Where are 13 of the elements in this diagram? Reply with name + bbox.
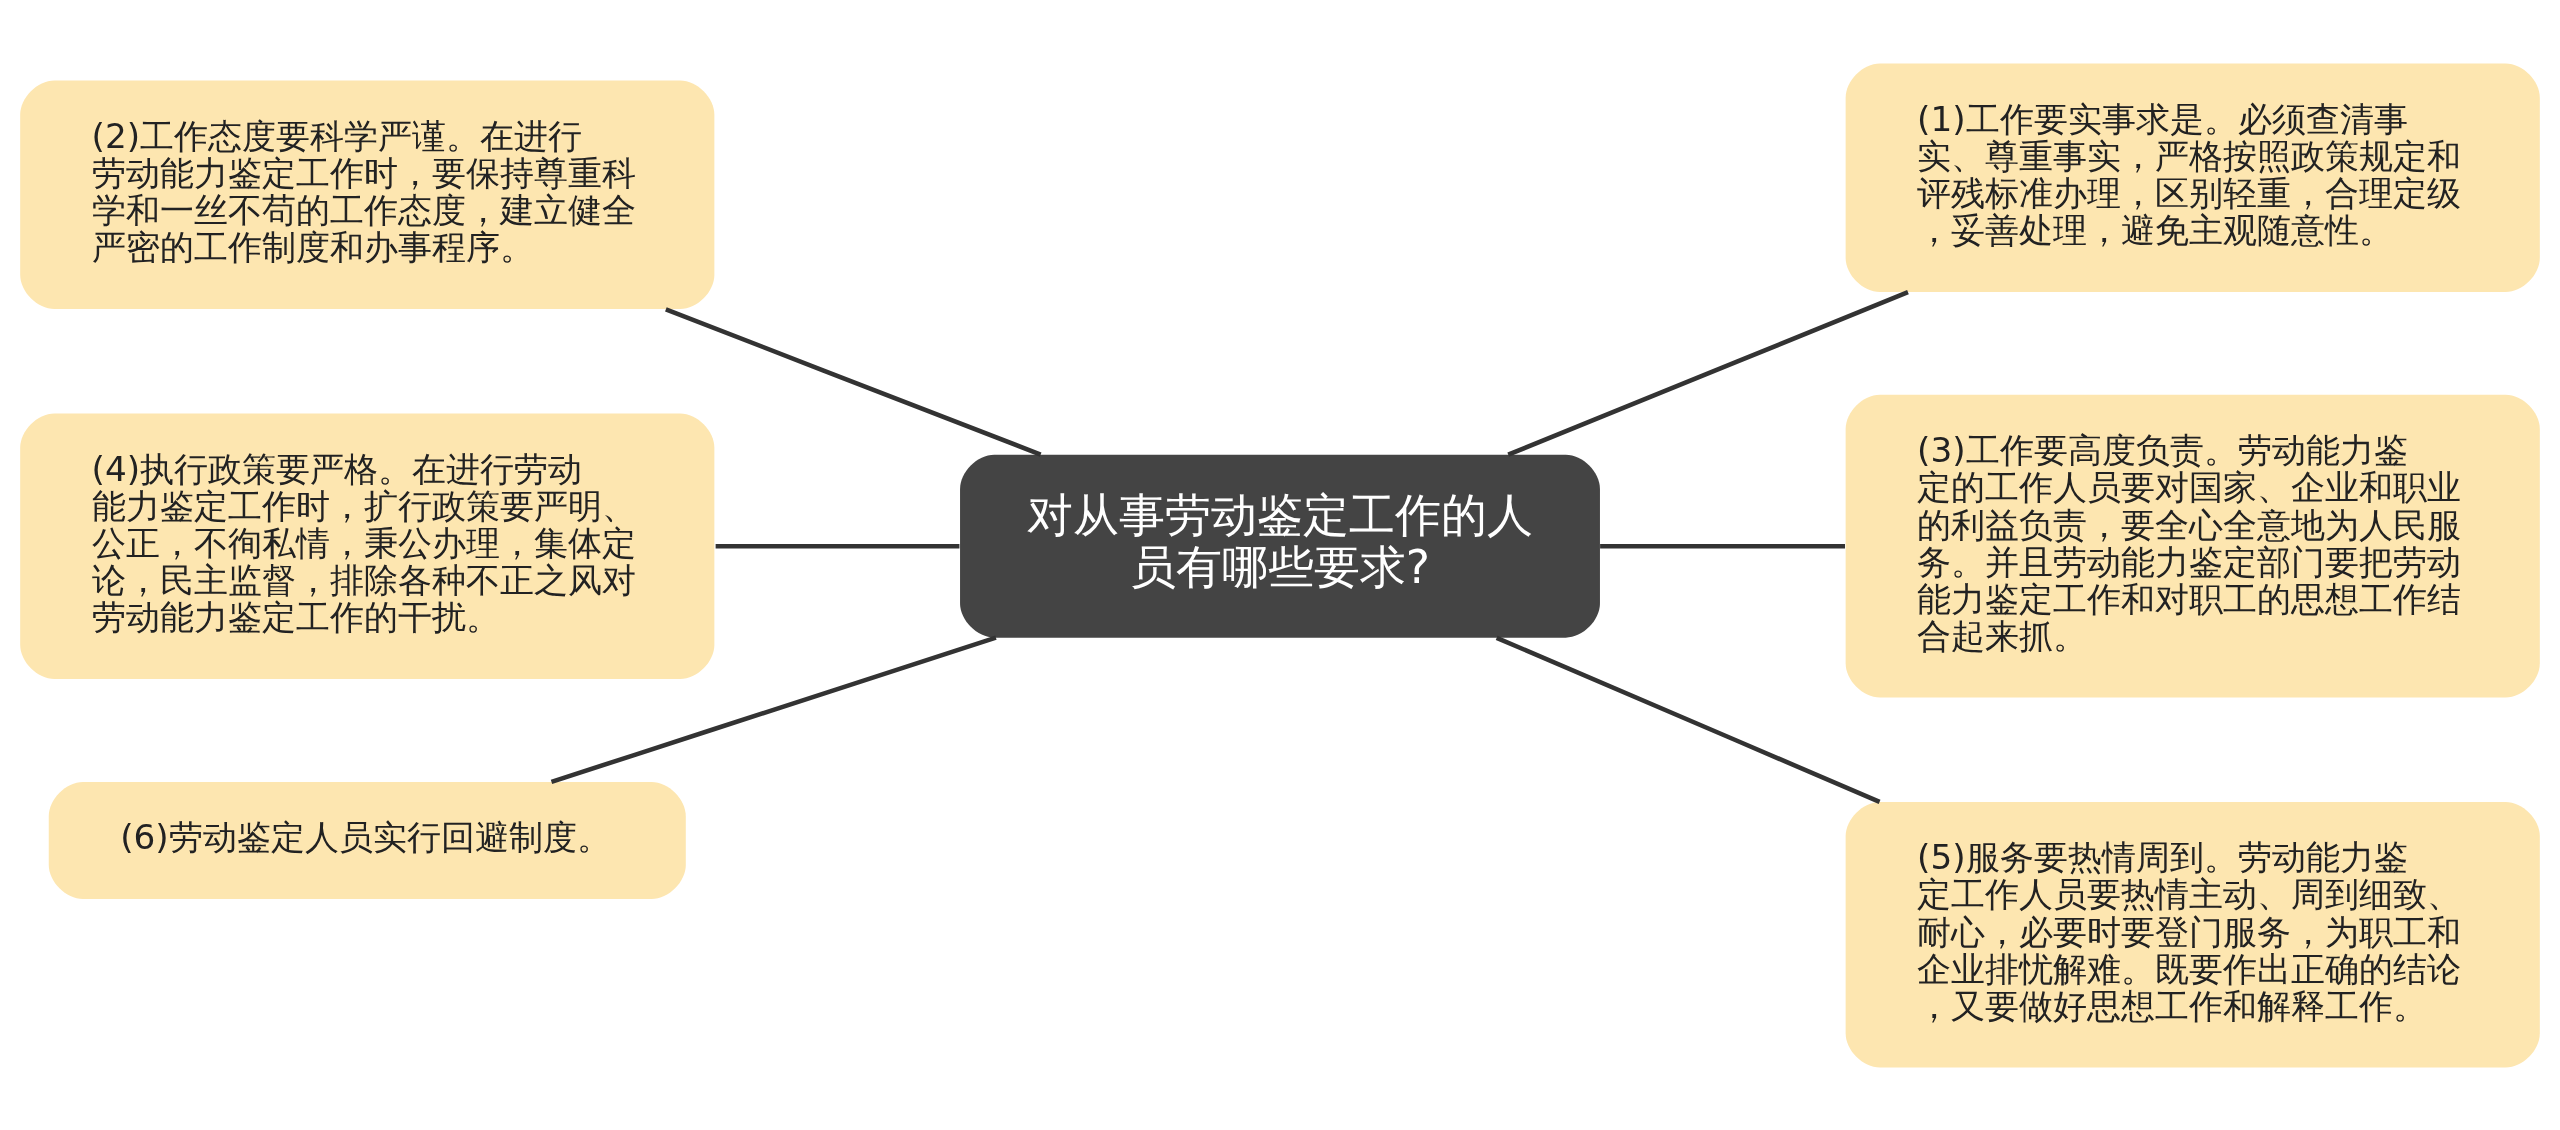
node-box: (2)工作态度要科学严谨。在进行劳动能力鉴定工作时，要保持尊重科学和一丝不苟的工作态度，建立健全严密的工作制度和办事程序。 [20,80,715,309]
connector [665,306,1042,457]
node-box: 对从事劳动鉴定工作的人员有哪些要求? [960,454,1600,638]
connector [1495,635,1881,804]
connector [1600,543,1845,548]
connector [715,543,960,548]
node-box: (1)工作要实事求是。必须查清事实、尊重事实，严格按照政策规定和评残标准办理，区别轻重，合理定级，妥善处理，避免主观随意性。 [1845,62,2540,292]
connector [550,635,997,784]
node-box: (4)执行政策要严格。在进行劳动能力鉴定工作时，扩行政策要严明、公正，不徇私情，秉公办理，集体定论，民主监督，排除各种不正之风对劳动能力鉴定工作的干扰。 [20,412,715,679]
node-box: (5)服务要热情周到。劳动能力鉴定工作人员要热情主动、周到细致、耐心，必要时要登门服务，为职工和企业排忧解难。既要作出正确的结论，又要做好思想工作和解释工作。 [1845,801,2540,1068]
node-box: (3)工作要高度负责。劳动能力鉴定的工作人员要对国家、企业和职业的利益负责，要全心全意地为人民服务。并且劳动能力鉴定部门要把劳动能力鉴定工作和对职工的思想工作结合起来抓。 [1845,394,2540,698]
connector [1507,289,1909,457]
node-box: (6)劳动鉴定人员实行回避制度。 [48,781,686,899]
